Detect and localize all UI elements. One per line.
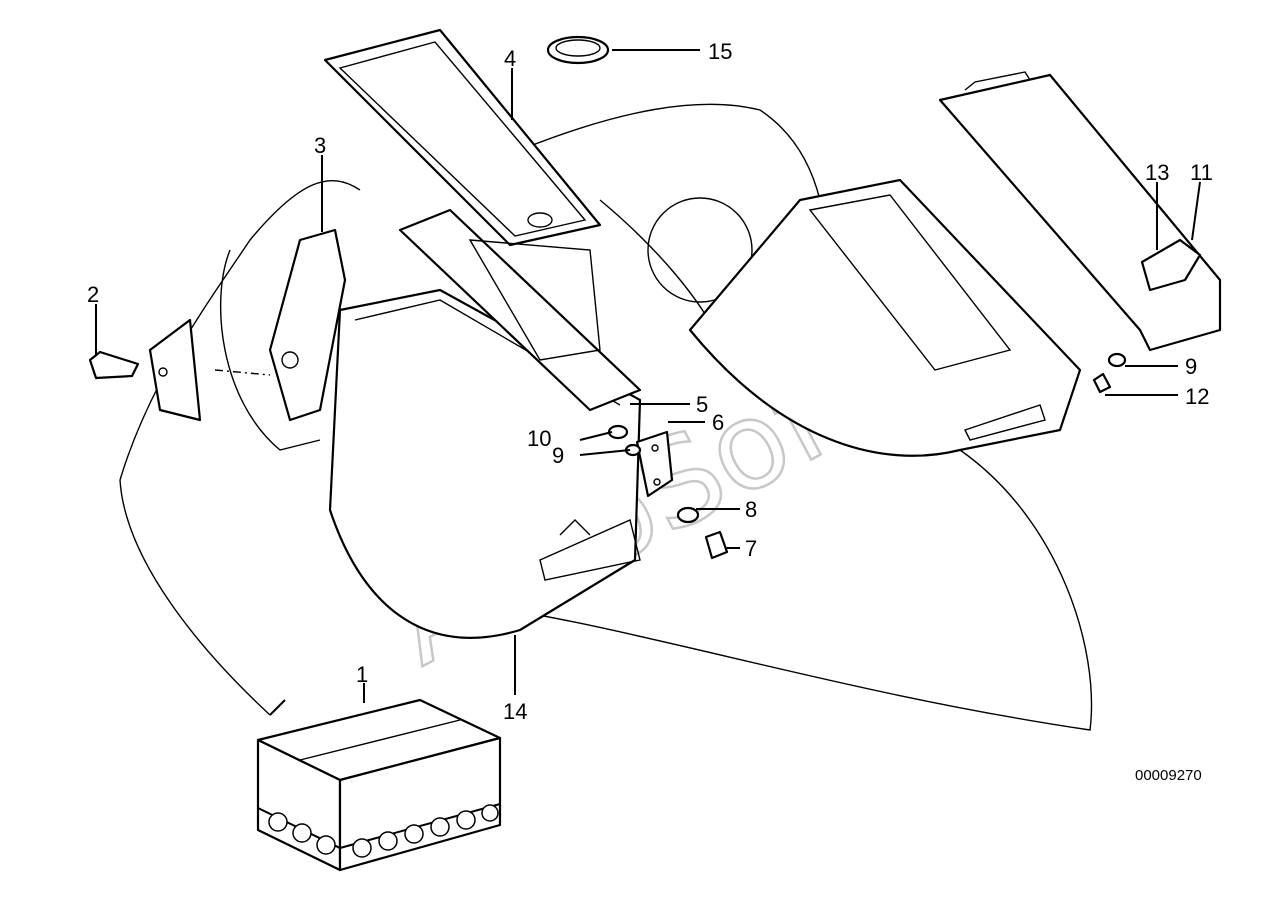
body-fairing-outline (119, 103, 1093, 731)
part-6-plate (635, 430, 674, 498)
part-14-storage-box (328, 288, 642, 639)
part-2-screw (88, 318, 271, 422)
part-4-top-cover (323, 28, 602, 247)
drawing-code: 00009270 (1135, 767, 1202, 784)
part-5-inner-tray (398, 208, 642, 412)
callout-5: 5 (696, 392, 708, 417)
part-11-clip (1140, 238, 1202, 292)
part-3-bracket (219, 228, 347, 451)
callout-8: 8 (745, 497, 757, 522)
part-7-8-fasteners (676, 506, 729, 560)
callout-15: 15 (708, 39, 732, 64)
callout-4: 4 (504, 46, 516, 71)
callout-9-left: 9 (552, 443, 564, 468)
callout-1: 1 (356, 662, 368, 687)
callout-9-right: 9 (1185, 354, 1197, 379)
callout-12: 12 (1185, 384, 1209, 409)
callout-14: 14 (503, 699, 527, 724)
part-9-12-right-fasteners (1092, 352, 1127, 394)
callout-3: 3 (314, 133, 326, 158)
callout-7: 7 (745, 536, 757, 561)
callout-11: 11 (1190, 160, 1213, 185)
part-1-battery (256, 698, 502, 872)
callout-labels: 1 2 3 4 5 6 7 8 9 9 10 11 12 13 14 15 (87, 39, 1213, 724)
callout-6: 6 (712, 410, 724, 435)
part-15-grommet (546, 35, 610, 65)
callout-13: 13 (1145, 160, 1169, 185)
leader-lines (95, 49, 1201, 716)
part-9-10-nuts (607, 424, 642, 457)
callout-2: 2 (87, 282, 99, 307)
right-storage-box (688, 178, 1082, 457)
callout-10: 10 (527, 426, 551, 451)
